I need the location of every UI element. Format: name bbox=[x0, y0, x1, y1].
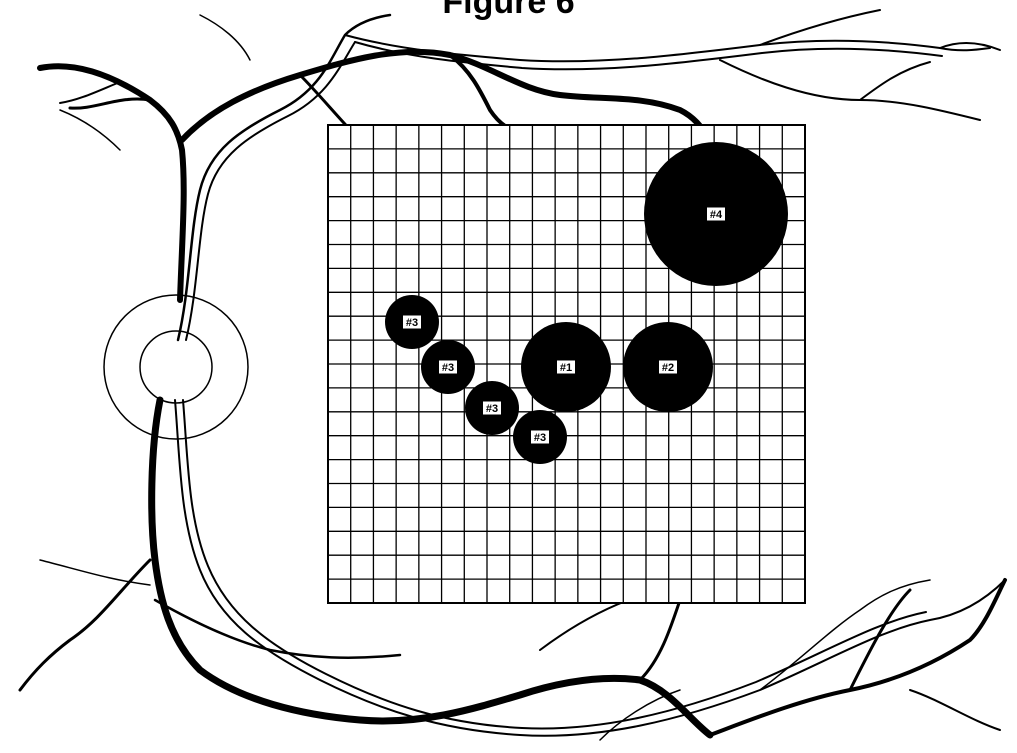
spot-3d: #3 bbox=[513, 410, 567, 464]
spot-label: #2 bbox=[662, 362, 674, 374]
spot-2: #2 bbox=[623, 322, 713, 412]
spot-3a: #3 bbox=[385, 295, 439, 349]
spot-label: #3 bbox=[534, 432, 546, 444]
spot-3c: #3 bbox=[465, 381, 519, 435]
optic-disc-inner-ring bbox=[140, 331, 212, 403]
spot-label: #1 bbox=[560, 362, 572, 374]
spot-label: #3 bbox=[406, 317, 418, 329]
spot-3b: #3 bbox=[421, 340, 475, 394]
spot-label: #3 bbox=[442, 362, 454, 374]
spot-4: #4 bbox=[644, 142, 788, 286]
spot-1: #1 bbox=[521, 322, 611, 412]
spot-label: #3 bbox=[486, 403, 498, 415]
spot-label: #4 bbox=[710, 209, 723, 221]
